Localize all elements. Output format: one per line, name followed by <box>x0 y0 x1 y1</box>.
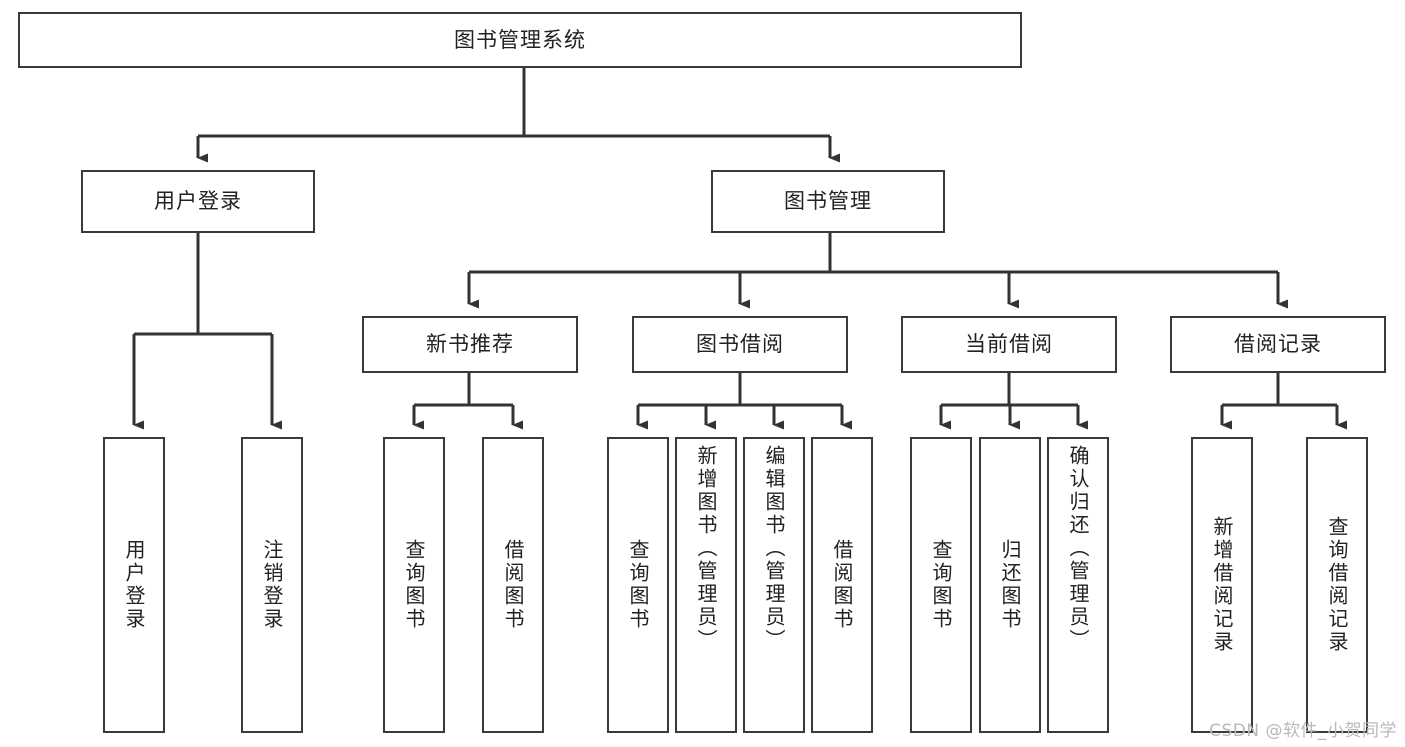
node-book-manage[interactable]: 图书管理 <box>711 170 945 233</box>
node-leaf-edit-book-label: 编辑图书（管理员） <box>762 445 786 652</box>
node-leaf-add-book-label: 新增图书（管理员） <box>694 445 718 652</box>
node-leaf-logout-login-label: 注销登录 <box>260 539 284 631</box>
node-leaf-confirm-return-label: 确认归还（管理员） <box>1066 445 1090 652</box>
node-book-borrow[interactable]: 图书借阅 <box>632 316 848 373</box>
node-leaf-edit-book[interactable]: 编辑图书（管理员） <box>743 437 805 733</box>
node-leaf-add-record[interactable]: 新增借阅记录 <box>1191 437 1253 733</box>
node-leaf-add-book[interactable]: 新增图书（管理员） <box>675 437 737 733</box>
node-root-system[interactable]: 图书管理系统 <box>18 12 1022 68</box>
node-leaf-query-record-label: 查询借阅记录 <box>1325 516 1349 654</box>
node-leaf-query-book-1-label: 查询图书 <box>402 539 426 631</box>
node-leaf-query-record[interactable]: 查询借阅记录 <box>1306 437 1368 733</box>
node-new-book-recommend[interactable]: 新书推荐 <box>362 316 578 373</box>
node-current-borrow-label: 当前借阅 <box>965 332 1053 357</box>
node-leaf-query-book-1[interactable]: 查询图书 <box>383 437 445 733</box>
node-borrow-record[interactable]: 借阅记录 <box>1170 316 1386 373</box>
node-leaf-add-record-label: 新增借阅记录 <box>1210 516 1234 654</box>
node-borrow-record-label: 借阅记录 <box>1234 332 1322 357</box>
node-leaf-return-book[interactable]: 归还图书 <box>979 437 1041 733</box>
node-leaf-borrow-book-1[interactable]: 借阅图书 <box>482 437 544 733</box>
node-leaf-borrow-book-1-label: 借阅图书 <box>501 539 525 631</box>
node-leaf-query-book-3[interactable]: 查询图书 <box>910 437 972 733</box>
node-leaf-logout-login[interactable]: 注销登录 <box>241 437 303 733</box>
node-user-login-label: 用户登录 <box>154 189 242 214</box>
node-leaf-query-book-2-label: 查询图书 <box>626 539 650 631</box>
node-leaf-confirm-return[interactable]: 确认归还（管理员） <box>1047 437 1109 733</box>
node-leaf-borrow-book-2-label: 借阅图书 <box>830 539 854 631</box>
node-leaf-query-book-2[interactable]: 查询图书 <box>607 437 669 733</box>
node-leaf-user-login[interactable]: 用户登录 <box>103 437 165 733</box>
node-current-borrow[interactable]: 当前借阅 <box>901 316 1117 373</box>
node-new-book-recommend-label: 新书推荐 <box>426 332 514 357</box>
node-leaf-query-book-3-label: 查询图书 <box>929 539 953 631</box>
node-user-login[interactable]: 用户登录 <box>81 170 315 233</box>
node-leaf-user-login-label: 用户登录 <box>122 539 146 631</box>
node-leaf-borrow-book-2[interactable]: 借阅图书 <box>811 437 873 733</box>
node-book-manage-label: 图书管理 <box>784 189 872 214</box>
node-book-borrow-label: 图书借阅 <box>696 332 784 357</box>
node-leaf-return-book-label: 归还图书 <box>998 539 1022 631</box>
node-root-system-label: 图书管理系统 <box>454 27 586 52</box>
